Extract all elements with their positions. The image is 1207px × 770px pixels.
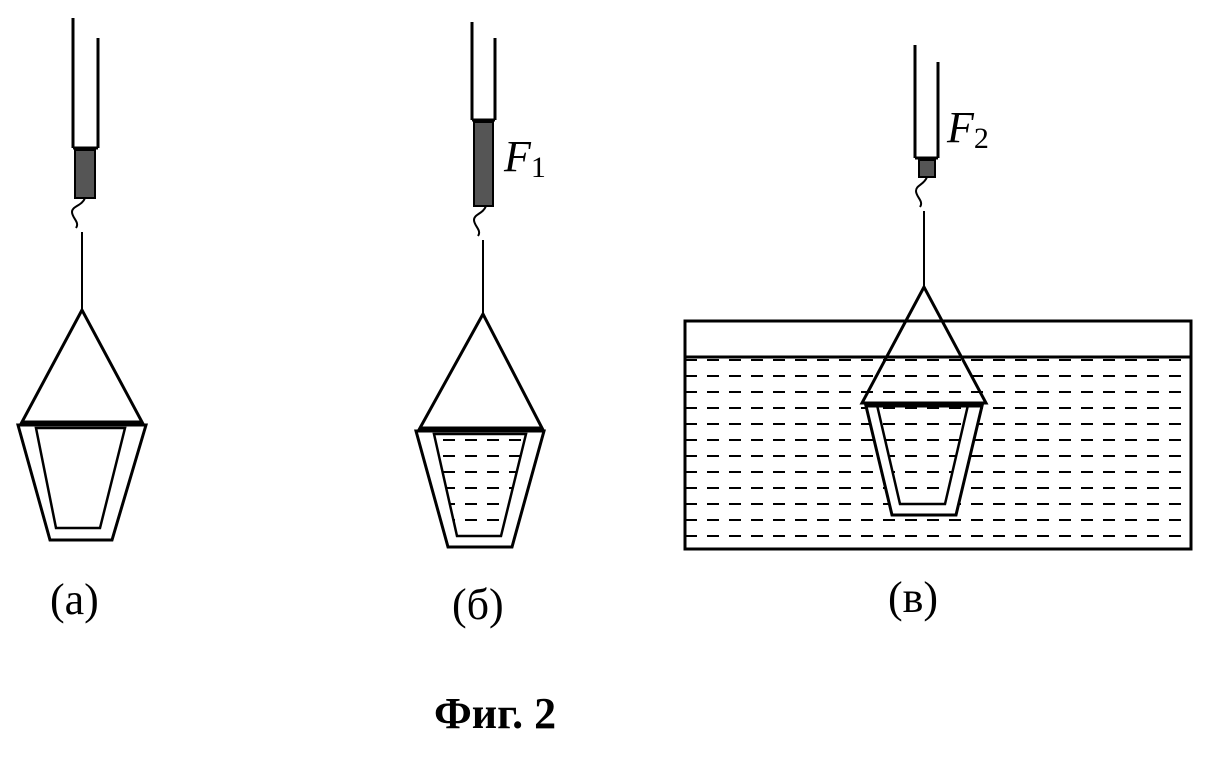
force-subscript: 1 [530,151,546,184]
dynamometer-rod [918,159,936,178]
dynamometer-a [71,18,100,199]
hook-a [70,197,86,229]
panel-label-c: (в) [888,573,939,622]
panel-label-b: (б) [452,580,504,629]
bucket-c [864,403,984,517]
dynamometer-rod [473,121,494,207]
force-symbol: F [947,103,974,152]
hook-c [914,176,928,208]
dynamometer-rod [74,149,96,199]
panel-label-a: (а) [50,575,99,624]
hanger-b [417,310,545,430]
force-label-f2: F2 [947,106,989,154]
force-label-f1: F1 [504,135,546,183]
panel-c-setup [683,45,1193,551]
figure-caption: Фиг. 2 [434,689,557,738]
panel-a-setup [16,18,149,542]
hook-b [472,205,487,237]
hanger-a [19,306,145,424]
force-subscript: 2 [973,122,989,155]
dynamometer-c [913,45,940,178]
hanger-c [859,283,989,405]
panel-b-setup [414,22,546,549]
dynamometer-b [470,22,497,207]
bucket-a [16,423,149,542]
bucket-b [414,429,546,549]
liquid-in-bucket [432,432,528,538]
force-symbol: F [504,132,531,181]
